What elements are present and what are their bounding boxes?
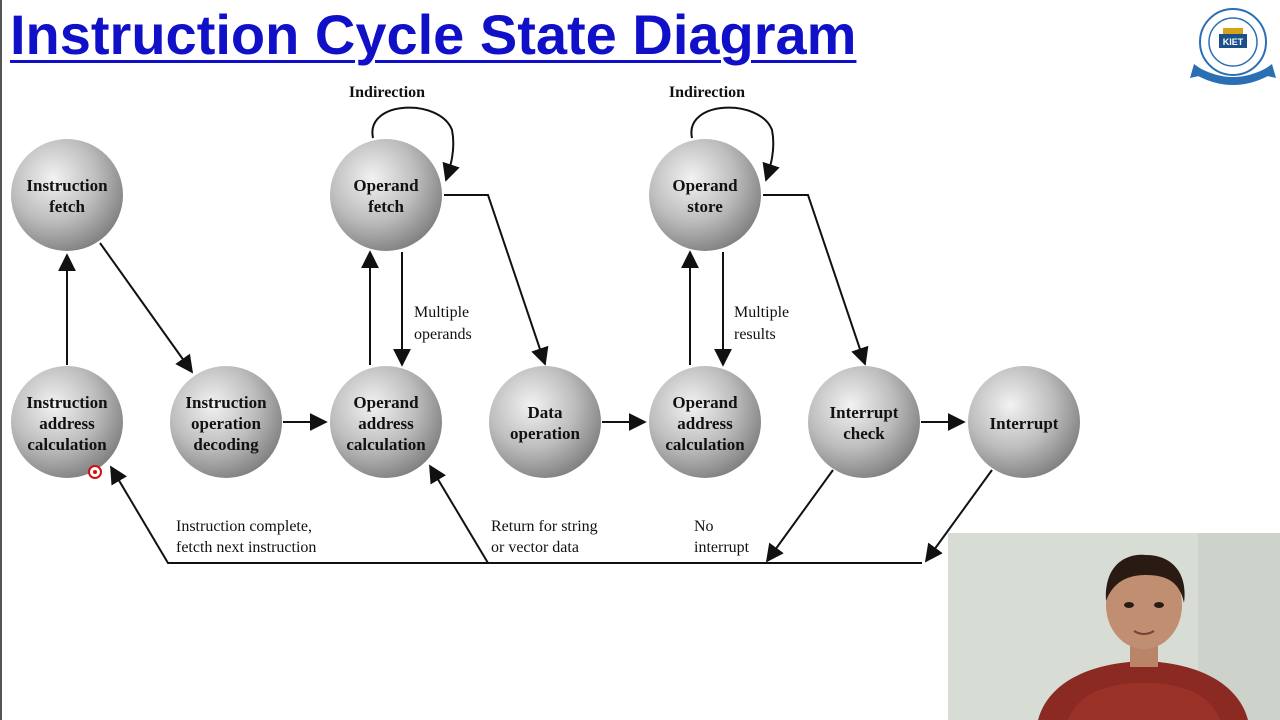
edges xyxy=(58,106,993,564)
label-multiple-operands-2: operands xyxy=(414,326,472,343)
svg-text:Operand: Operand xyxy=(672,176,738,195)
svg-text:calculation: calculation xyxy=(27,435,107,454)
node-instruction-address-calculation: Instruction address calculation xyxy=(11,366,123,478)
edge-fetch-to-decoding xyxy=(99,242,194,374)
node-data-operation: Data operation xyxy=(489,366,601,478)
node-operand-store: Operand store xyxy=(649,139,761,251)
svg-text:address: address xyxy=(39,414,95,433)
node-instruction-operation-decoding: Instruction operation decoding xyxy=(170,366,282,478)
svg-text:Interrupt: Interrupt xyxy=(830,403,899,422)
edge-indirection-loop-1 xyxy=(371,106,460,182)
edge-store-to-interrupt-check xyxy=(763,194,869,366)
pointer-cursor-icon xyxy=(88,465,102,479)
label-indirection-2: Indirection xyxy=(669,84,745,101)
node-operand-fetch: Operand fetch xyxy=(330,139,442,251)
svg-text:Data: Data xyxy=(528,403,563,422)
svg-text:operation: operation xyxy=(191,414,261,433)
presenter-video-icon xyxy=(948,533,1280,720)
svg-text:decoding: decoding xyxy=(193,435,259,454)
slide-title: Instruction Cycle State Diagram xyxy=(10,3,857,66)
svg-text:Operand: Operand xyxy=(353,176,419,195)
svg-text:address: address xyxy=(358,414,414,433)
node-interrupt: Interrupt xyxy=(968,366,1080,478)
label-indirection-1: Indirection xyxy=(349,84,425,101)
label-no-interrupt-2: interrupt xyxy=(694,539,750,556)
edge-no-interrupt xyxy=(765,469,834,563)
label-instruction-complete-1: Instruction complete, xyxy=(176,518,312,535)
label-return-string-2: or vector data xyxy=(491,539,579,556)
label-multiple-results-1: Multiple xyxy=(734,304,789,321)
webcam-overlay xyxy=(948,533,1280,720)
edge-indirection-loop-2 xyxy=(690,106,780,182)
svg-text:address: address xyxy=(677,414,733,433)
svg-text:Interrupt: Interrupt xyxy=(990,414,1059,433)
svg-text:Instruction: Instruction xyxy=(26,176,108,195)
kiet-logo: KIET xyxy=(1190,8,1276,85)
svg-text:KIET: KIET xyxy=(1223,37,1244,47)
label-instruction-complete-2: fetcth next instruction xyxy=(176,539,316,556)
node-instruction-fetch: Instruction fetch xyxy=(11,139,123,251)
svg-text:Operand: Operand xyxy=(353,393,419,412)
edge-operand-fetch-to-data xyxy=(444,194,549,366)
svg-text:Instruction: Instruction xyxy=(185,393,267,412)
edge-interrupt-return xyxy=(924,469,993,563)
node-operand-address-calculation-2: Operand address calculation xyxy=(649,366,761,478)
label-multiple-operands-1: Multiple xyxy=(414,304,469,321)
svg-text:operation: operation xyxy=(510,424,580,443)
label-return-string-1: Return for string xyxy=(491,518,598,535)
slide-left-border xyxy=(0,0,2,720)
svg-text:store: store xyxy=(687,197,723,216)
label-multiple-results-2: results xyxy=(734,326,776,343)
svg-text:calculation: calculation xyxy=(346,435,426,454)
edge-return-bottom-line xyxy=(110,465,922,564)
svg-text:Operand: Operand xyxy=(672,393,738,412)
node-operand-address-calculation-1: Operand address calculation xyxy=(330,366,442,478)
svg-text:calculation: calculation xyxy=(665,435,745,454)
svg-text:check: check xyxy=(843,424,885,443)
node-interrupt-check: Interrupt check xyxy=(808,366,920,478)
label-no-interrupt-1: No xyxy=(694,518,714,535)
svg-text:Instruction: Instruction xyxy=(26,393,108,412)
edge-return-string-vector xyxy=(429,464,489,564)
svg-text:fetch: fetch xyxy=(49,197,85,216)
svg-text:fetch: fetch xyxy=(368,197,404,216)
